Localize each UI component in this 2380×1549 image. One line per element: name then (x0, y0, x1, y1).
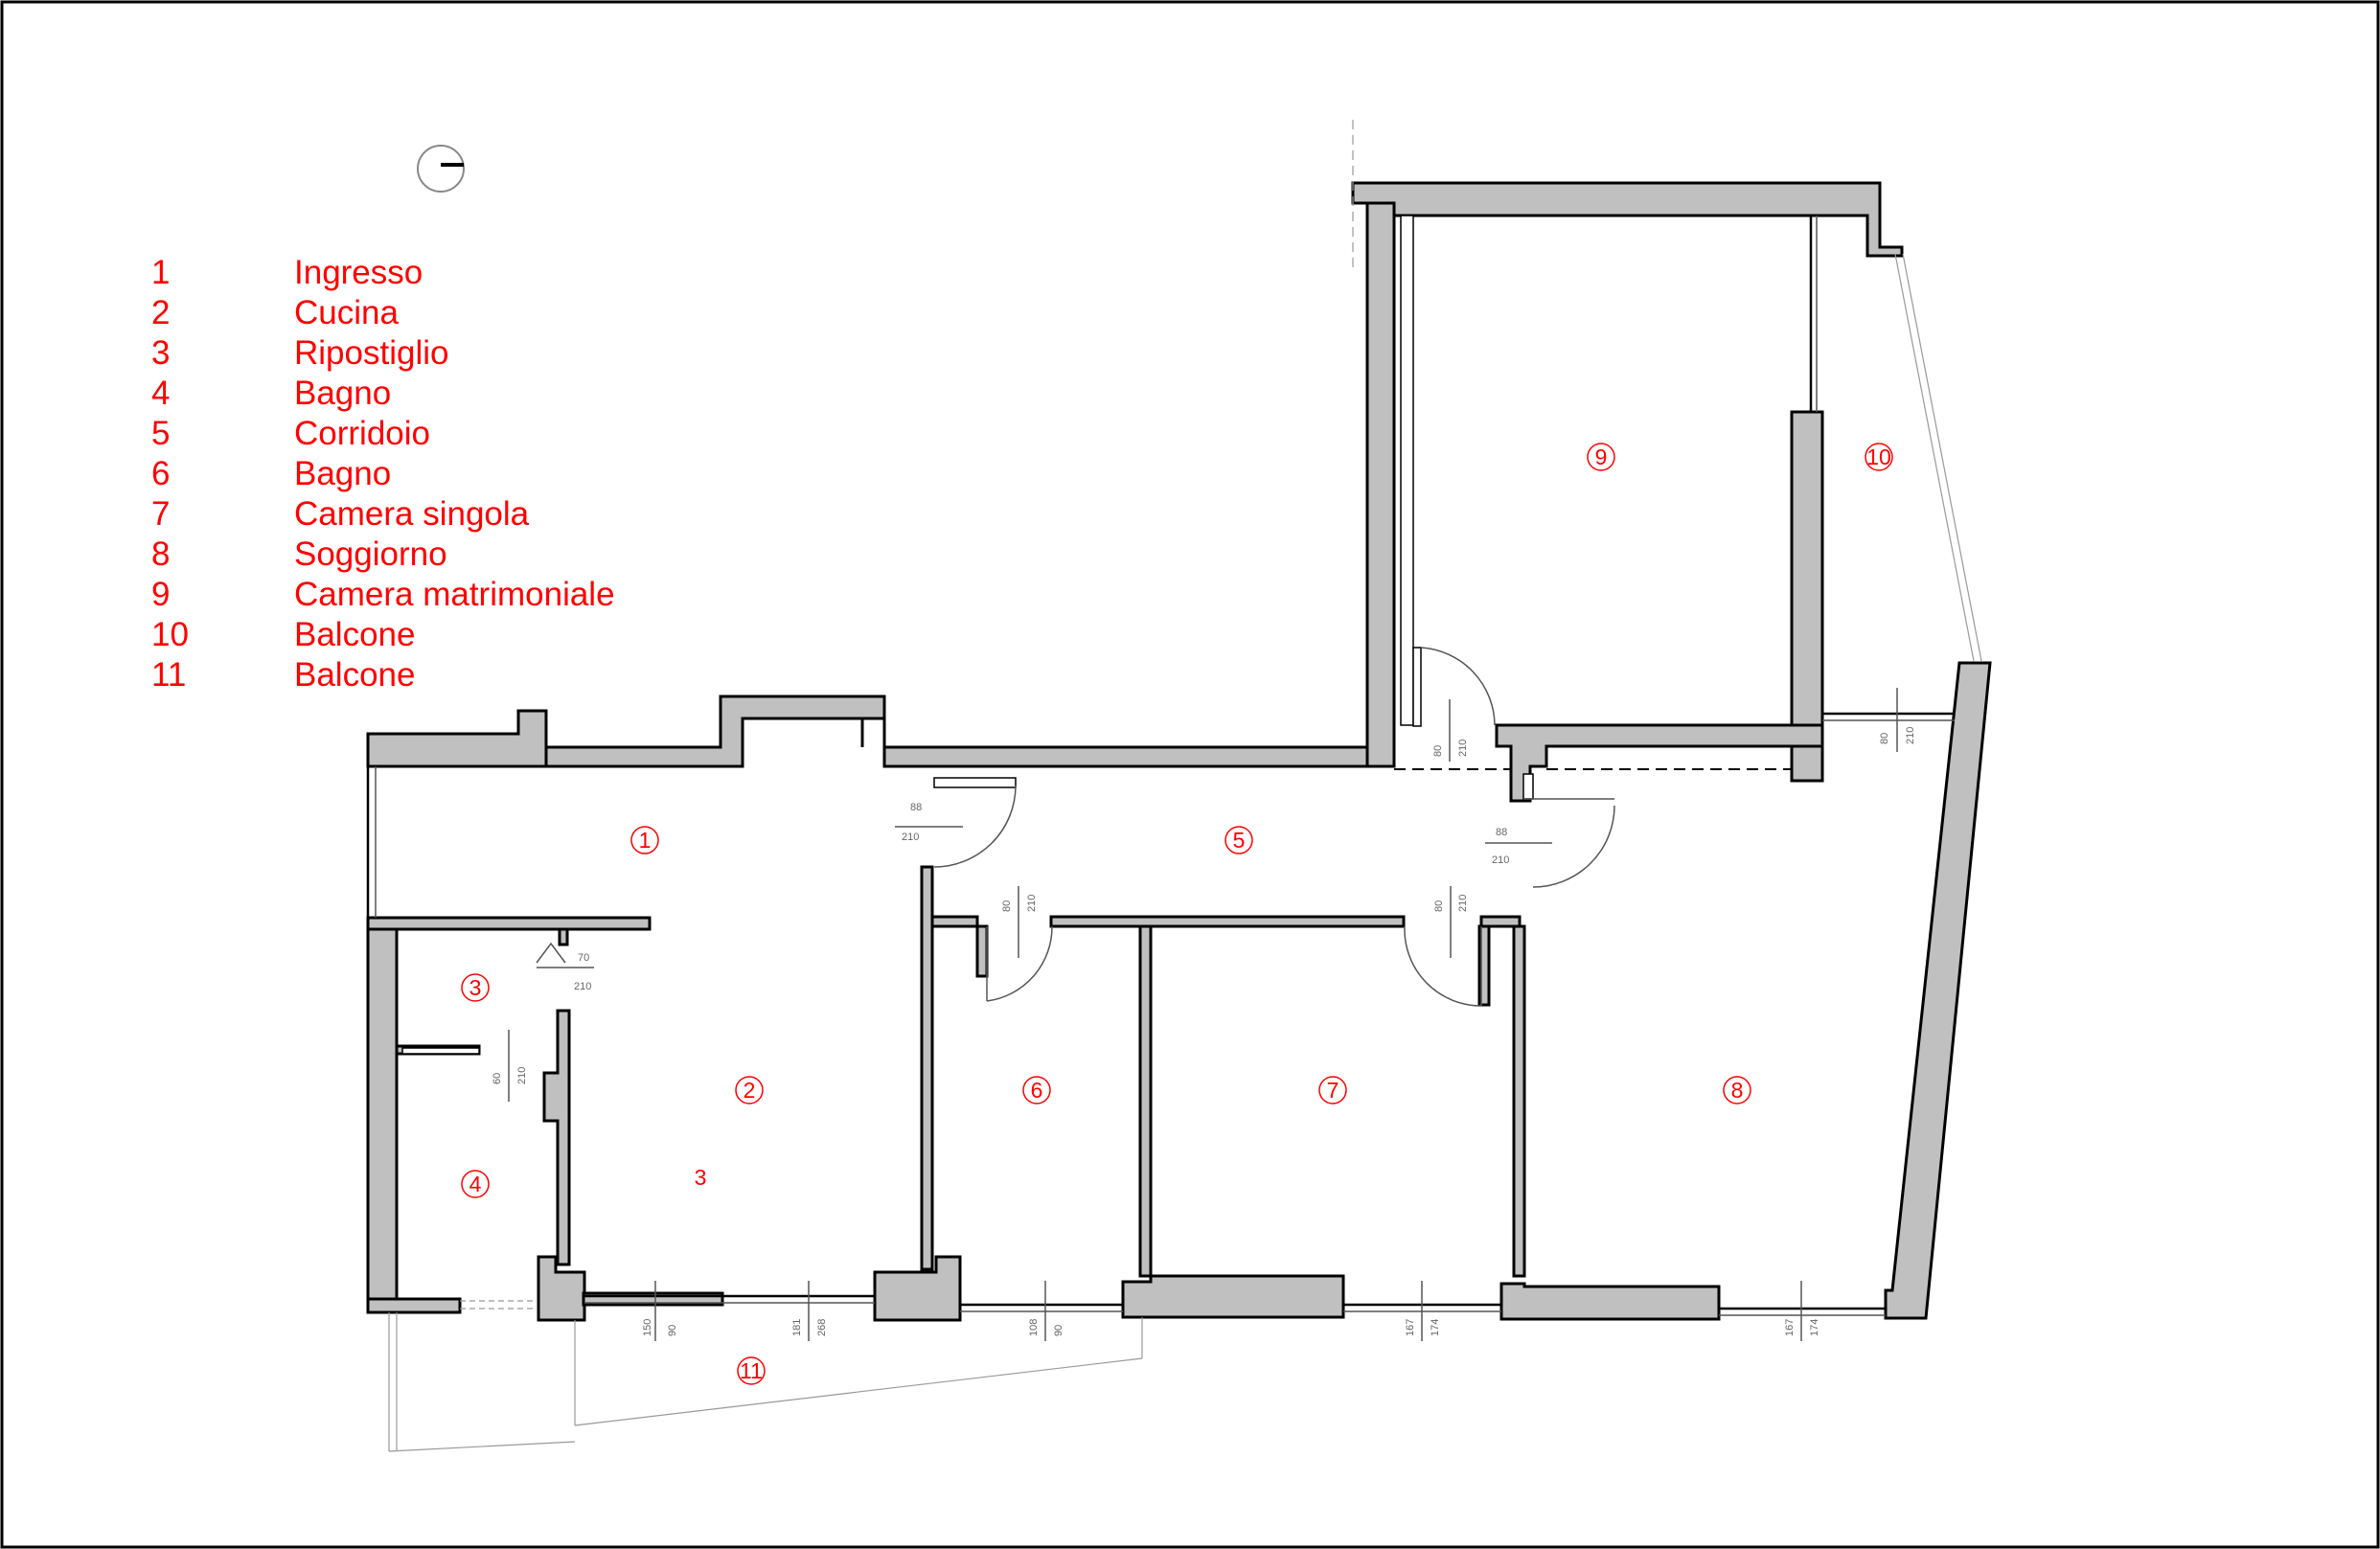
room-marker-6: 6 (1022, 1076, 1051, 1105)
wall-ripostiglio-top (366, 916, 652, 931)
wall-bedroom7-east (1512, 924, 1526, 1278)
room-marker-circle (735, 1076, 764, 1105)
window-dim-width: 181 (791, 1319, 803, 1336)
window-dim-height: 90 (1053, 1325, 1064, 1336)
door-dim-height: 210 (516, 1067, 528, 1084)
wall-south-pier-4 (1499, 1282, 1721, 1321)
window-lines (366, 120, 1955, 1316)
wall-bedroom9-south (1495, 723, 1824, 803)
door-dim-height: 210 (1457, 895, 1469, 912)
window-dim-width: 108 (1028, 1319, 1040, 1336)
door-dim-height: 210 (574, 981, 591, 992)
wall-bath6-west (975, 924, 989, 978)
room-marker-label: 11 (740, 1358, 763, 1383)
doors (401, 647, 1615, 1102)
wall-corridor-south-2 (927, 915, 979, 928)
wall-south-pier-1 (537, 1255, 586, 1322)
room-marker-label: 10 (1866, 444, 1891, 469)
room-marker-5: 5 (1224, 826, 1253, 854)
room-markers: 1 2 3 4 5 6 7 8 9 10 11 (461, 443, 1893, 1385)
room-marker-label: 5 (1233, 828, 1246, 853)
room-marker-1: 1 (630, 826, 659, 854)
wall-ripostiglio-east (542, 1009, 571, 1266)
room-marker-circle (1723, 1076, 1751, 1105)
wall-north-entrance (366, 201, 1396, 768)
balconies (388, 253, 1982, 1452)
room-marker-10: 10 (1865, 443, 1893, 471)
room-marker-label: 7 (1327, 1078, 1339, 1103)
wall-kitchen-east (920, 865, 934, 1271)
room-marker-2: 2 (735, 1076, 764, 1105)
room-marker-label: 8 (1731, 1078, 1744, 1103)
dimension-ticks (654, 688, 1898, 1341)
room-marker-circle (1022, 1076, 1051, 1105)
window-dim-width: 167 (1784, 1319, 1796, 1336)
wall-corridor-south-3 (1479, 915, 1522, 928)
door-dim-height: 210 (1457, 740, 1469, 757)
door-dim-width: 88 (1496, 827, 1507, 838)
door-dim-height: 210 (902, 831, 919, 843)
room-marker-circle (461, 973, 490, 1002)
wall-bath6-east (1138, 924, 1153, 1278)
room-marker-label: 9 (1595, 444, 1608, 469)
room-marker-circle (461, 1170, 490, 1198)
window-dim-height: 268 (816, 1319, 828, 1336)
wall-south-pier-2 (873, 1255, 962, 1322)
wall-north-bedroom9 (1351, 181, 1904, 258)
door-dimensions: 88 210 88 210 80 210 80 210 80 210 70 21… (492, 727, 1916, 1084)
door-dim-width: 80 (1432, 745, 1444, 757)
room-marker-7: 7 (1318, 1076, 1347, 1105)
wall-bedroom9-east (1790, 410, 1824, 783)
door-dim-width: 80 (1879, 733, 1890, 744)
door-dim-height: 210 (1026, 895, 1038, 912)
extra-mark: 3 (695, 1165, 707, 1190)
room-marker-label: 6 (1031, 1078, 1043, 1103)
door-dim-width: 80 (1001, 900, 1013, 912)
room-marker-circle (737, 1356, 766, 1385)
room-marker-circle (1865, 443, 1893, 471)
room-marker-circle (1587, 443, 1615, 471)
north-arrow-icon (417, 145, 465, 193)
walls (366, 181, 1992, 1322)
room-marker-3: 3 (461, 973, 490, 1002)
window-dim-height: 174 (1809, 1319, 1820, 1336)
room-marker-8: 8 (1723, 1076, 1751, 1105)
room-marker-9: 9 (1587, 443, 1615, 471)
window-dim-height: 90 (667, 1325, 678, 1336)
wall-south-bath4 (366, 1297, 462, 1314)
door-dim-width: 60 (492, 1073, 503, 1084)
door-dim-width: 70 (578, 952, 589, 964)
door-dim-height: 210 (1492, 854, 1509, 866)
room-marker-label: 1 (639, 828, 652, 853)
wall-corridor-south (1049, 915, 1406, 928)
room-marker-11: 11 (737, 1356, 766, 1385)
room-marker-label: 2 (744, 1078, 756, 1103)
window-dim-width: 150 (642, 1319, 653, 1336)
wall-east-slanted (1884, 661, 1992, 1320)
wall-rip-door-stub (558, 927, 569, 946)
door-dim-height: 210 (1905, 727, 1916, 744)
room-marker-circle (1224, 826, 1253, 854)
window-dim-width: 167 (1405, 1319, 1416, 1336)
wall-bedroom7-west-stub (1477, 924, 1491, 1007)
door-dim-width: 88 (910, 802, 922, 813)
window-dimensions: 150 90 181 268 108 90 167 174 167 174 (642, 1319, 1820, 1336)
window-dim-height: 174 (1430, 1319, 1441, 1336)
room-marker-label: 4 (469, 1172, 482, 1196)
room-marker-label: 3 (469, 975, 482, 1000)
room-marker-4: 4 (461, 1170, 490, 1198)
room-marker-circle (630, 826, 659, 854)
room-marker-circle (1318, 1076, 1347, 1105)
wall-west (366, 916, 399, 1314)
wall-south-pier-3 (1121, 1274, 1345, 1319)
door-dim-width: 80 (1433, 900, 1445, 912)
